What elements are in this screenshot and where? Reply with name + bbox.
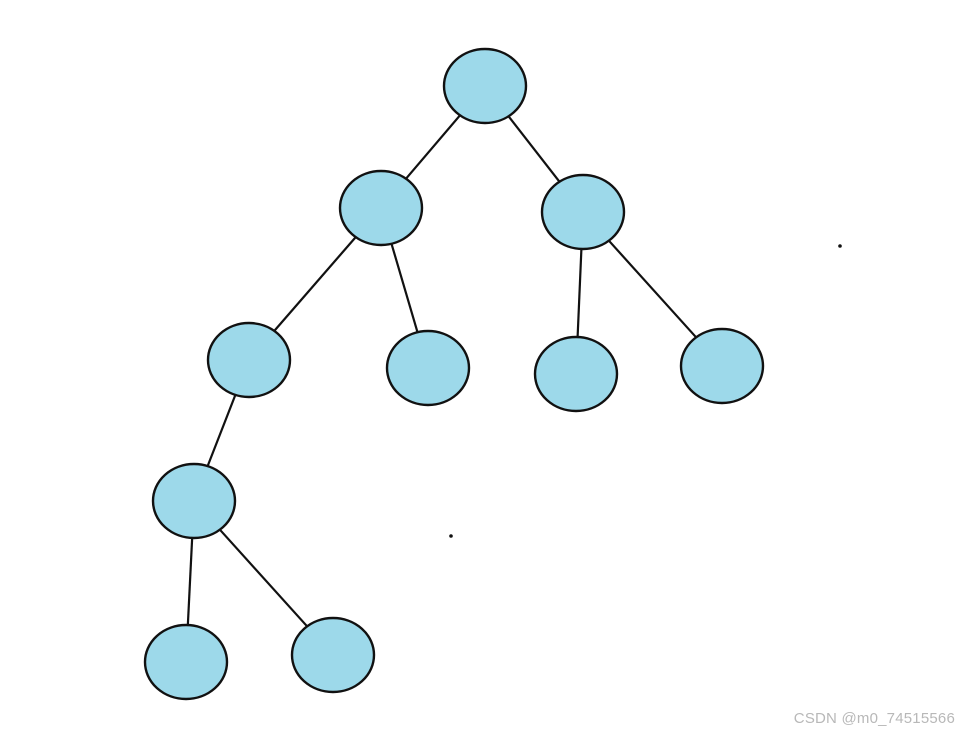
tree-node-lr [385,329,471,407]
tree-nodes [143,47,765,701]
tree-edge-ll-lll [206,394,237,467]
stray-dot [449,534,453,538]
tree-node-ll [206,321,292,399]
tree-node-lll [151,462,237,540]
stray-dot [838,244,842,248]
tree-node-llll [143,623,229,701]
tree-edge-l-ll [273,236,357,332]
tree-node-lllr [290,616,376,694]
tree-edge-l-lr [390,243,419,333]
watermark-text: CSDN @m0_74515566 [793,710,955,727]
tree-edge-lll-lllr [219,528,308,628]
tree-node-rr [679,327,765,405]
tree-node-rl [533,335,619,413]
tree-edge-root-l [405,114,461,180]
tree-node-r [540,173,626,251]
tree-node-root [442,47,528,125]
tree-edge-lll-llll [186,537,194,626]
tree-edge-root-r [507,115,561,183]
tree-edge-r-rr [608,239,697,339]
tree-node-l [338,169,424,247]
tree-edge-r-rl [576,248,583,338]
tree-edges [186,114,697,628]
